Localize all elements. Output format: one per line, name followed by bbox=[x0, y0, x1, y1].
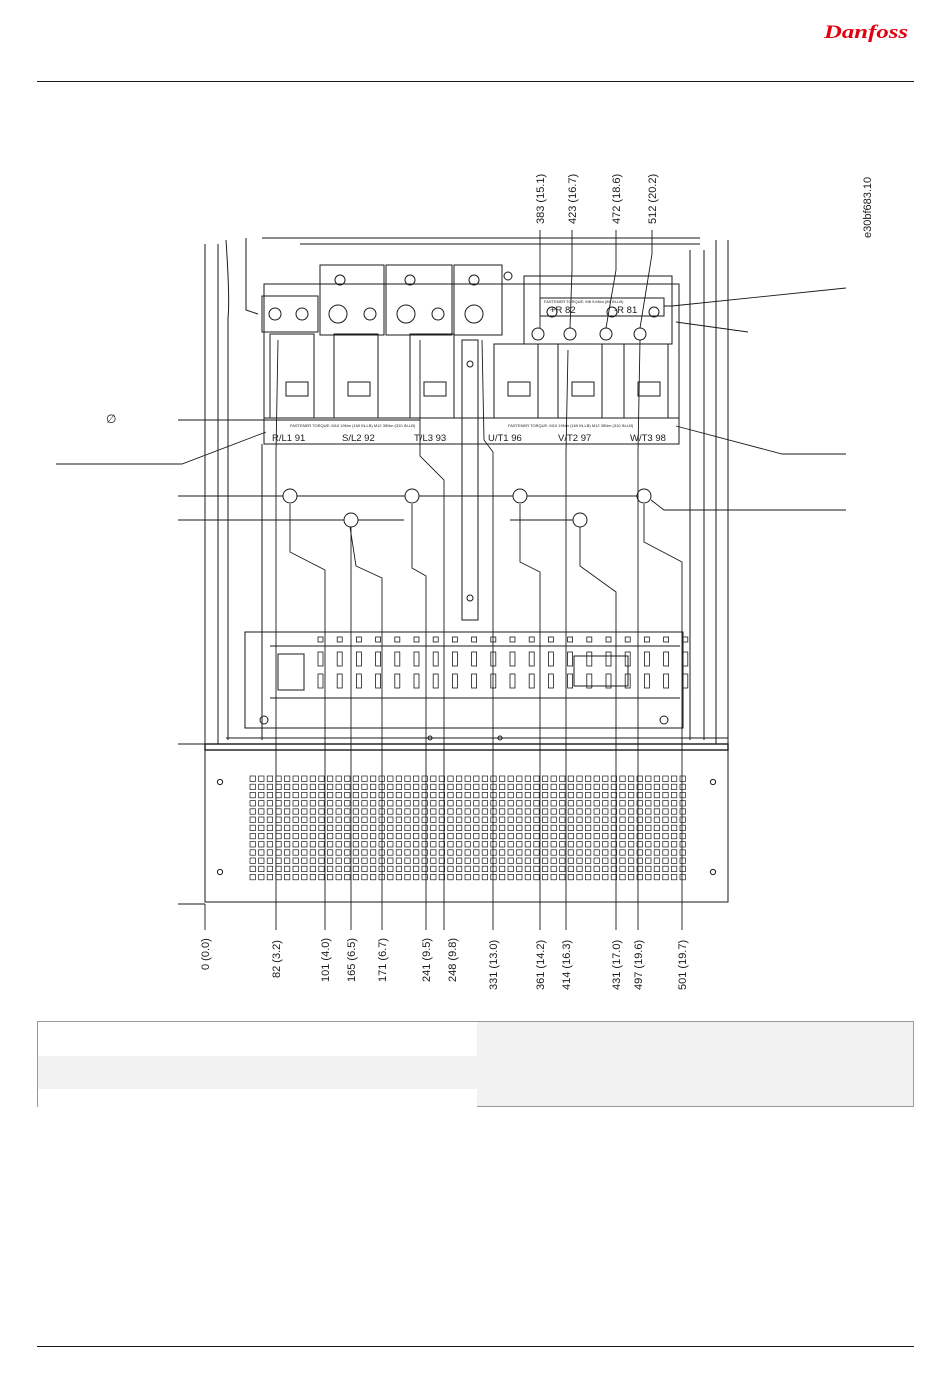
dim-label-423: 423 (16.7) bbox=[567, 174, 579, 224]
dim-label-501: 501 (19.7) bbox=[677, 940, 689, 990]
legend-table bbox=[37, 1021, 914, 1107]
terminal-label-u-t1: U/T1 96 bbox=[488, 433, 522, 444]
dim-label-331: 331 (13.0) bbox=[488, 940, 500, 990]
dim-label-383: 383 (15.1) bbox=[535, 174, 547, 224]
footer-rule bbox=[37, 1346, 914, 1347]
terminal-dimension-drawing: R/L1 91 S/L2 92 T/L3 93 U/T1 96 V/T2 97 … bbox=[56, 174, 874, 990]
dim-label-171: 171 (6.7) bbox=[377, 938, 389, 982]
dim-label-472: 472 (18.6) bbox=[611, 174, 623, 224]
dim-label-512: 512 (20.2) bbox=[647, 174, 659, 224]
terminal-label-t-l3: T/L3 93 bbox=[414, 433, 446, 444]
terminal-label-w-t3: W/T3 98 bbox=[630, 433, 666, 444]
terminal-label-v-t2: V/T2 97 bbox=[558, 433, 591, 444]
brake-terminal-plus: +R 82 bbox=[550, 305, 576, 316]
diameter-symbol: ∅ bbox=[106, 412, 116, 426]
danfoss-logo: Danfoss bbox=[823, 22, 908, 42]
bottom-dimension-labels: 0 (0.0) 82 (3.2) 101 (4.0) 165 (6.5) 171… bbox=[200, 938, 689, 990]
terminal-labels: R/L1 91 S/L2 92 T/L3 93 U/T1 96 V/T2 97 … bbox=[106, 299, 666, 444]
brake-fastener-note: FASTENER TORQUE: M8 9.6Nm (85 IN-LB) bbox=[544, 299, 624, 304]
legend-left-column bbox=[38, 1022, 478, 1107]
dim-label-241: 241 (9.5) bbox=[421, 938, 433, 982]
dim-label-101: 101 (4.0) bbox=[320, 938, 332, 982]
dim-label-0: 0 (0.0) bbox=[200, 938, 212, 970]
legend-row bbox=[38, 1056, 477, 1089]
dim-label-361: 361 (14.2) bbox=[535, 940, 547, 990]
top-dimension-labels: 383 (15.1) 423 (16.7) 472 (18.6) 512 (20… bbox=[535, 174, 659, 224]
brake-terminal-minus: -R 81 bbox=[614, 305, 637, 316]
danfoss-logo-text: Danfoss bbox=[823, 22, 908, 42]
legend-right-column bbox=[477, 1022, 913, 1106]
dim-label-248: 248 (9.8) bbox=[447, 938, 459, 982]
legend-row bbox=[38, 1089, 477, 1107]
terminal-label-s-l2: S/L2 92 bbox=[342, 433, 375, 444]
legend-row bbox=[38, 1022, 477, 1056]
dim-label-431: 431 (17.0) bbox=[611, 940, 623, 990]
figure-id: e30bf683.10 bbox=[862, 177, 874, 238]
fastener-note: FASTENER TORQUE: M10 19Nm (169 IN-LB) M1… bbox=[290, 423, 416, 428]
header-rule bbox=[37, 81, 914, 82]
terminal-label-r-l1: R/L1 91 bbox=[272, 433, 305, 444]
dim-label-165: 165 (6.5) bbox=[346, 938, 358, 982]
dim-label-414: 414 (16.3) bbox=[561, 940, 573, 990]
fastener-note-output: FASTENER TORQUE: M10 19Nm (169 IN-LB) M1… bbox=[508, 423, 634, 428]
dim-label-497: 497 (19.6) bbox=[633, 940, 645, 990]
dim-label-82: 82 (3.2) bbox=[271, 940, 283, 978]
